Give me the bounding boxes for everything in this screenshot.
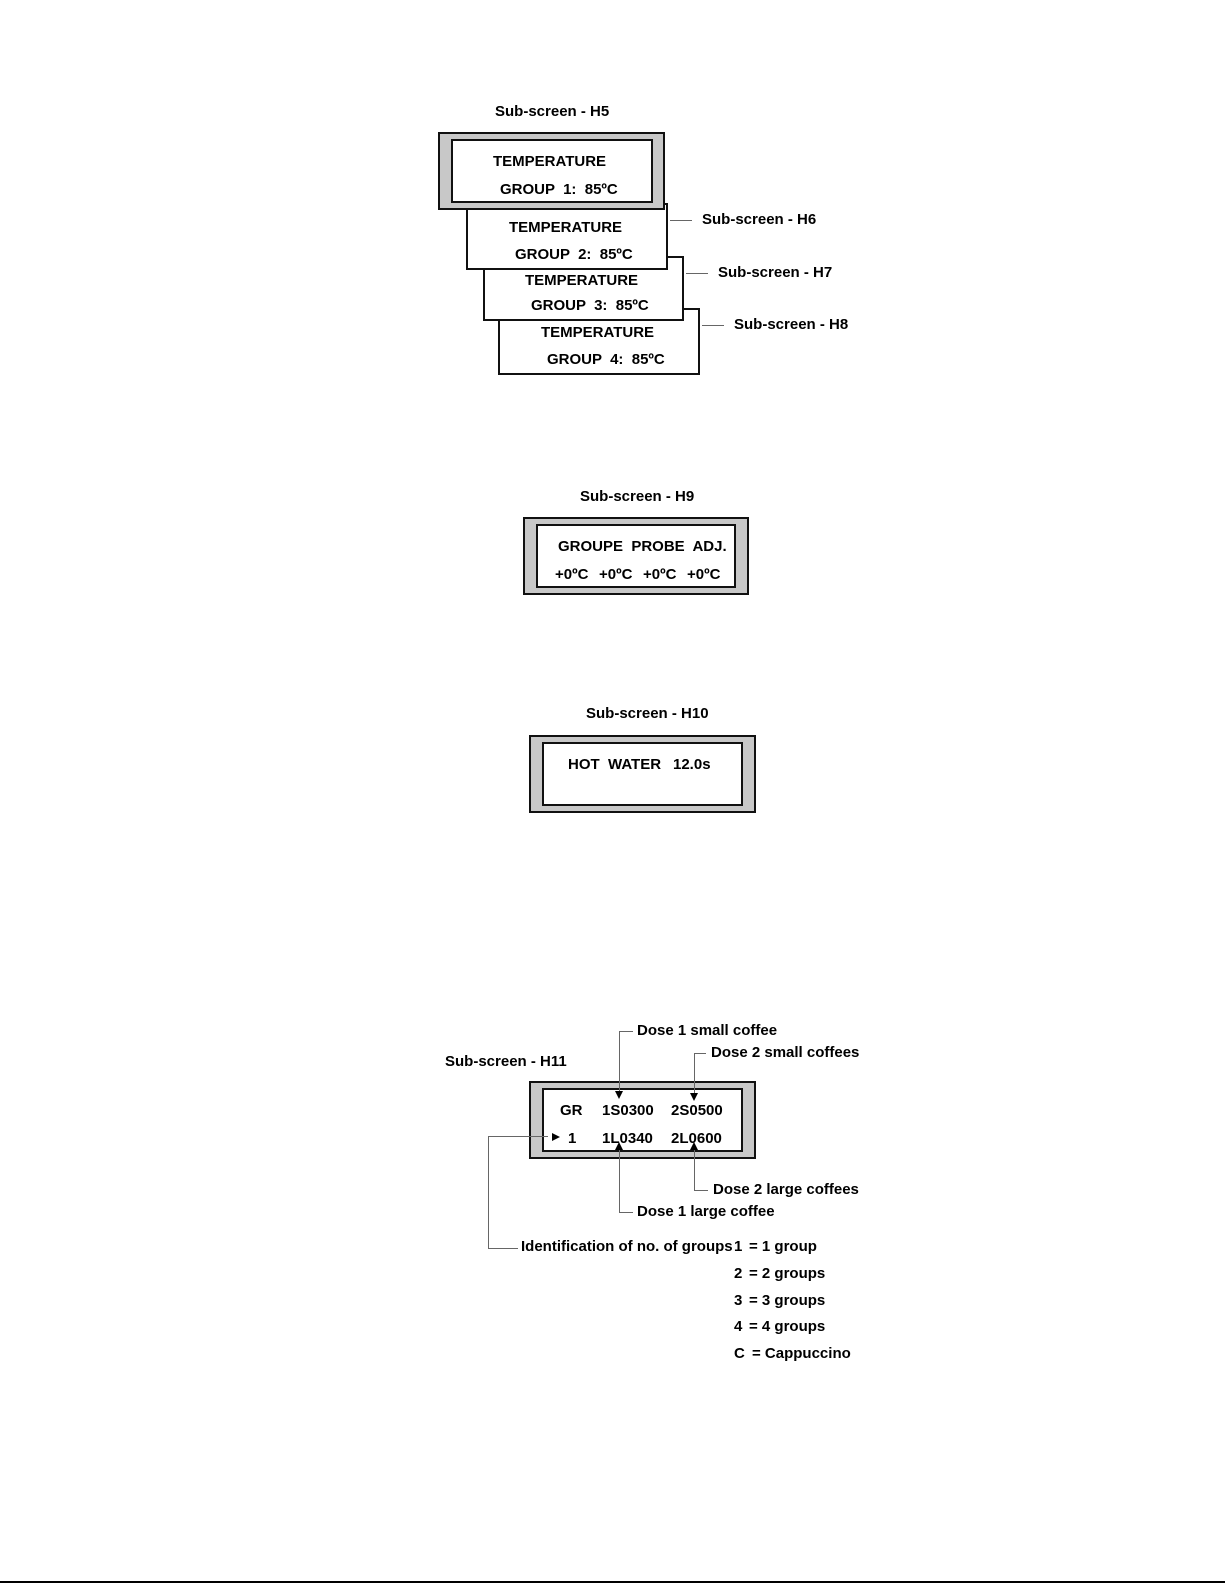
h11-large-1: 1L0340 xyxy=(602,1130,653,1147)
groups-id-label: Identification of no. of groups xyxy=(521,1238,733,1255)
legend-key-1: 1 xyxy=(734,1238,743,1255)
dose-2-small-leader-v xyxy=(694,1053,695,1093)
h11-small-2: 2S0500 xyxy=(671,1102,723,1119)
dose-2-large-leader-h xyxy=(694,1190,708,1191)
groups-leader-v xyxy=(488,1136,489,1248)
dose-2-small-leader-h xyxy=(694,1053,706,1054)
h9-display: GROUPE PROBE ADJ. +0ºC +0ºC +0ºC +0ºC xyxy=(536,524,736,588)
h8-line2: GROUP 4: 85ºC xyxy=(547,351,665,368)
legend-key-2: 2 xyxy=(734,1265,743,1282)
dose-1-small-leader-v xyxy=(619,1031,620,1091)
groups-leader-top xyxy=(488,1136,548,1137)
dose-2-large-arrow-icon xyxy=(690,1142,698,1150)
dose-2-large-leader-v xyxy=(694,1150,695,1190)
h7-caption: Sub-screen - H7 xyxy=(718,264,833,281)
page-bottom-rule xyxy=(0,1581,1225,1583)
h10-value: 12.0s xyxy=(673,756,711,773)
h11-header: GR xyxy=(560,1102,583,1119)
h9-value-4: +0ºC xyxy=(687,566,721,583)
h8-line1: TEMPERATURE xyxy=(541,324,655,341)
h6-screen: TEMPERATURE GROUP 2: 85ºC xyxy=(466,203,668,270)
h11-caption: Sub-screen - H11 xyxy=(445,1053,567,1070)
h11-screen: GR 1S0300 2S0500 1 1L0340 2L0600 xyxy=(529,1081,756,1159)
h10-display: HOT WATER 12.0s xyxy=(542,742,743,806)
h11-large-2: 2L0600 xyxy=(671,1130,722,1147)
h8-caption: Sub-screen - H8 xyxy=(734,316,849,333)
dose-1-large-leader-v xyxy=(619,1150,620,1212)
h10-caption: Sub-screen - H10 xyxy=(586,705,709,722)
legend-text-4: = 4 groups xyxy=(749,1318,826,1335)
h6-line2: GROUP 2: 85ºC xyxy=(515,246,633,263)
legend-text-2: = 2 groups xyxy=(749,1265,826,1282)
h5-line2: GROUP 1: 85ºC xyxy=(500,181,618,198)
dose-1-large-arrow-icon xyxy=(615,1142,623,1150)
legend-key-5: C xyxy=(734,1345,745,1362)
h6-caption: Sub-screen - H6 xyxy=(702,211,817,228)
h9-line1: GROUPE PROBE ADJ. xyxy=(558,538,727,555)
h11-display: GR 1S0300 2S0500 1 1L0340 2L0600 xyxy=(542,1088,743,1152)
h9-screen: GROUPE PROBE ADJ. +0ºC +0ºC +0ºC +0ºC xyxy=(523,517,749,595)
dose-1-large-leader-h xyxy=(619,1212,633,1213)
dose-2-large-label: Dose 2 large coffees xyxy=(713,1181,859,1198)
dose-1-large-label: Dose 1 large coffee xyxy=(637,1203,775,1220)
dose-1-small-label: Dose 1 small coffee xyxy=(637,1022,778,1039)
legend-key-4: 4 xyxy=(734,1318,743,1335)
h7-leader xyxy=(686,273,708,274)
h7-line2: GROUP 3: 85ºC xyxy=(531,297,649,314)
h8-leader xyxy=(702,325,724,326)
dose-2-small-label: Dose 2 small coffees xyxy=(711,1044,860,1061)
groups-leader-bottom xyxy=(488,1248,518,1249)
h9-value-1: +0ºC xyxy=(555,566,589,583)
h10-screen: HOT WATER 12.0s xyxy=(529,735,756,813)
h11-group: 1 xyxy=(568,1130,577,1147)
h10-label: HOT WATER xyxy=(568,756,662,773)
h9-value-3: +0ºC xyxy=(643,566,677,583)
h5-caption: Sub-screen - H5 xyxy=(495,103,610,120)
dose-2-small-arrow-icon xyxy=(690,1093,698,1101)
h5-screen: TEMPERATURE GROUP 1: 85ºC xyxy=(438,132,665,210)
legend-text-1: = 1 group xyxy=(749,1238,817,1255)
dose-1-small-arrow-icon xyxy=(615,1091,623,1099)
h11-group-pointer-icon xyxy=(552,1133,560,1141)
legend-text-5: = Cappuccino xyxy=(752,1345,851,1362)
h5-line1: TEMPERATURE xyxy=(493,153,607,170)
legend-text-3: = 3 groups xyxy=(749,1292,826,1309)
h11-small-1: 1S0300 xyxy=(602,1102,654,1119)
h6-line1: TEMPERATURE xyxy=(509,219,623,236)
h9-value-2: +0ºC xyxy=(599,566,633,583)
h5-display: TEMPERATURE GROUP 1: 85ºC xyxy=(451,139,653,203)
legend-key-3: 3 xyxy=(734,1292,743,1309)
dose-1-small-leader-h xyxy=(619,1031,633,1032)
h9-caption: Sub-screen - H9 xyxy=(580,488,695,505)
h6-leader xyxy=(670,220,692,221)
h7-line1: TEMPERATURE xyxy=(525,272,639,289)
